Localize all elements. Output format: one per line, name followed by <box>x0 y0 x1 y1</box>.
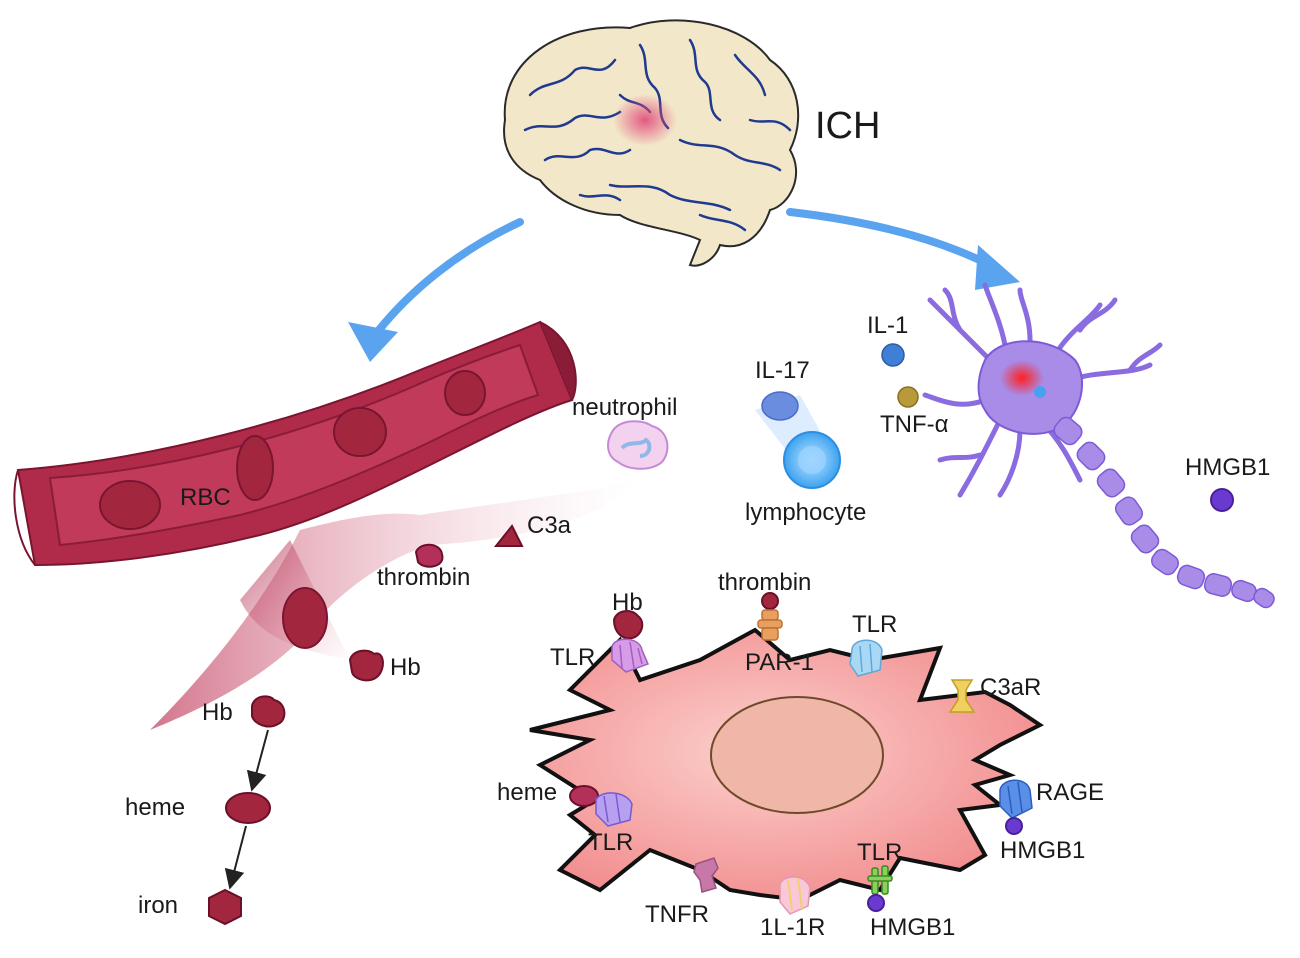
degradation-hb-label: Hb <box>202 699 233 726</box>
rbc-cells <box>99 370 486 649</box>
hb-ligand-label: Hb <box>612 589 643 616</box>
thrombin-ligand-label: thrombin <box>718 569 811 596</box>
degradation-heme-label: heme <box>125 794 185 821</box>
tlr-left-label: TLR <box>588 829 633 856</box>
hemorrhage-spill <box>150 480 640 730</box>
heme-icon <box>225 792 271 824</box>
degradation-hb-icon <box>251 695 286 728</box>
rbc-cell <box>99 480 161 530</box>
rbc-cell <box>333 407 387 457</box>
rage-receptor-icon <box>999 779 1033 819</box>
arrow-to-vessel <box>348 218 524 362</box>
il1-label: IL-1 <box>867 312 908 339</box>
hb-label: Hb <box>390 654 421 681</box>
thrombin-ligand-icon <box>761 592 779 610</box>
tlr-top-right-label: TLR <box>852 611 897 638</box>
tlr-top-left-label: TLR <box>550 644 595 671</box>
vessel-lumen <box>48 343 540 547</box>
neuron-cell <box>922 282 1275 609</box>
rage-label: RAGE <box>1036 779 1104 806</box>
neutrophil-label: neutrophil <box>572 394 677 421</box>
lymphocyte-label: lymphocyte <box>745 499 866 526</box>
thrombin-label: thrombin <box>377 564 470 591</box>
rbc-cell <box>444 370 486 416</box>
c3ar-label: C3aR <box>980 674 1041 701</box>
heme-ligand-icon <box>569 785 599 807</box>
tnfr-label: TNFR <box>645 901 709 928</box>
tlr-bottom-label: TLR <box>857 839 902 866</box>
thrombin-icon <box>414 543 444 568</box>
hmgb1-ligand-bottom-icon <box>867 894 885 912</box>
tlr-receptor-icon <box>611 638 650 673</box>
degradation-iron-label: iron <box>138 892 178 919</box>
tlr-receptor-icon <box>595 792 633 827</box>
hmgb1-right-label: HMGB1 <box>1000 837 1085 864</box>
arrow-hb-to-heme <box>246 729 269 792</box>
neutrophil-cell <box>607 420 669 470</box>
lymphocyte-nucleus <box>798 446 826 474</box>
tlr-receptor-icon <box>849 639 883 677</box>
par1-receptor-icon <box>757 609 783 641</box>
tnf-alpha-molecule <box>897 386 919 408</box>
il17-label: IL-17 <box>755 357 810 384</box>
brain-sulci <box>523 38 792 232</box>
hmgb1-bottom-label: HMGB1 <box>870 914 955 941</box>
tnfr-receptor-icon <box>693 857 719 893</box>
il1r-receptor-icon <box>779 876 811 915</box>
hb-icon <box>348 649 384 682</box>
tnf-alpha-label: TNF-α <box>880 411 949 438</box>
heme-ligand-label: heme <box>497 779 557 806</box>
hmgb1-molecule <box>1210 488 1234 512</box>
c3a-label: C3a <box>527 512 572 539</box>
c3a-icon <box>493 524 524 547</box>
tlr-receptor-icon <box>867 865 893 895</box>
iron-icon <box>208 888 242 926</box>
il1-molecule <box>881 343 905 367</box>
hb-ligand-icon <box>612 610 644 640</box>
rbc-escaping <box>282 587 328 649</box>
hb-degradation-chain: Hb heme iron <box>125 695 286 926</box>
microglia-cell <box>529 627 1044 903</box>
c3ar-receptor-icon <box>948 679 976 713</box>
rbc-cell <box>236 435 274 501</box>
neuron-axon <box>1053 416 1275 609</box>
il1r-label: 1L-1R <box>760 914 825 941</box>
ich-title: ICH <box>815 105 880 147</box>
arrow-to-neuron <box>786 208 1020 290</box>
par1-label: PAR-1 <box>745 649 814 676</box>
brain-illustration <box>503 19 800 267</box>
microglia-nucleus <box>710 696 884 814</box>
hmgb1-label: HMGB1 <box>1185 454 1270 481</box>
arrow-heme-to-iron <box>224 825 247 890</box>
rbc-label: RBC <box>180 484 231 511</box>
il17-molecule <box>761 391 799 421</box>
hemorrhage-spot <box>613 94 677 146</box>
hmgb1-ligand-right-icon <box>1005 817 1023 835</box>
blood-vessel: RBC <box>13 320 640 730</box>
